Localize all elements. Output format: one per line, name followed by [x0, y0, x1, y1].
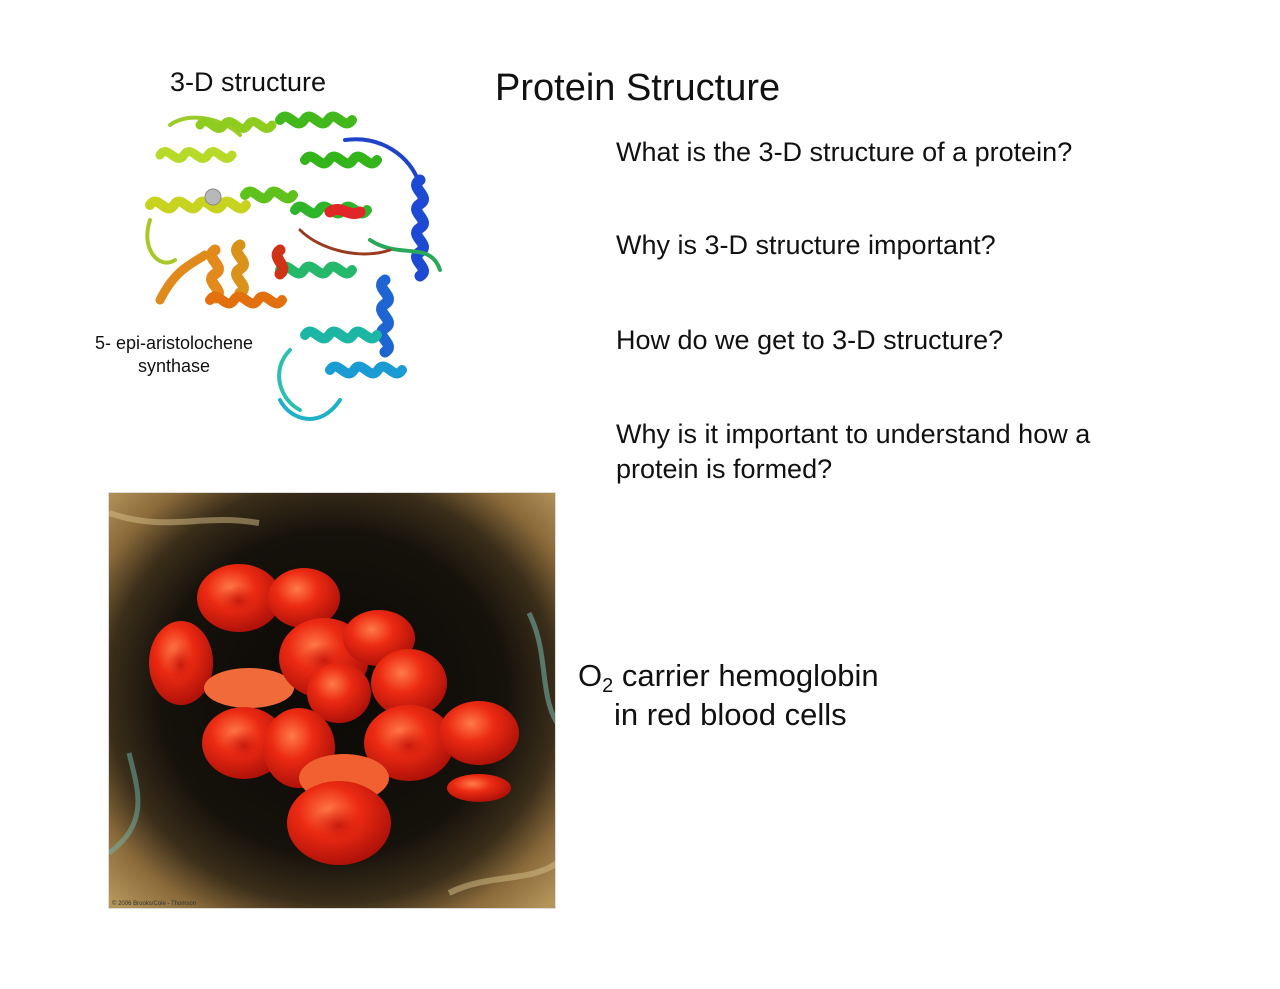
question-1: What is the 3-D structure of a protein? — [616, 137, 1073, 167]
protein-name-line1: 5- epi-aristolochene — [94, 333, 254, 353]
hemoglobin-caption-line1: O2 carrier hemoglobin — [578, 656, 879, 706]
red-blood-cells-photo — [108, 492, 556, 909]
page-title: Protein Structure — [495, 67, 781, 109]
protein-name-line2: synthase — [137, 356, 211, 376]
question-3: How do we get to 3-D structure? — [616, 325, 1004, 355]
protein-ribbon-image — [145, 111, 442, 421]
o2-subscript: 2 — [602, 675, 614, 697]
question-2: Why is 3-D structure important? — [616, 230, 996, 260]
o2-rest: carrier hemoglobin — [613, 658, 879, 693]
photo-copyright: © 2006 Brooks/Cole - Thomson — [112, 901, 197, 907]
hemoglobin-caption-line2: in red blood cells — [614, 697, 847, 732]
question-4: Why is it important to understand how a … — [616, 419, 1091, 484]
protein-name-label: 5- epi-aristolochene synthase — [86, 332, 262, 378]
structure-caption: 3-D structure — [170, 67, 327, 97]
o2-prefix: O — [578, 658, 603, 693]
